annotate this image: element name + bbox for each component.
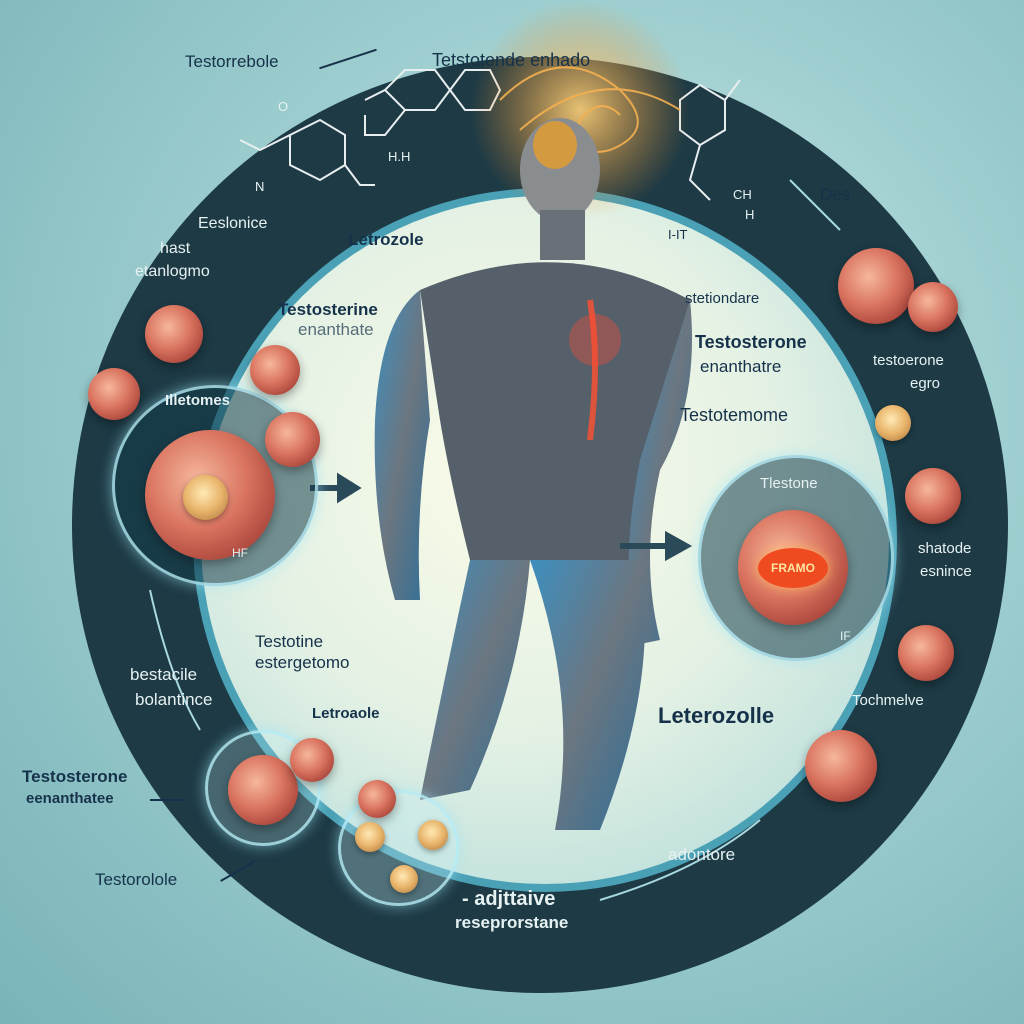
cell xyxy=(145,305,203,363)
cell xyxy=(838,248,914,324)
label-cell-cluster: Illetomes xyxy=(165,392,231,409)
label-des: Des xyxy=(820,185,851,204)
label-bestacile: bestacile xyxy=(130,665,198,684)
label-testosterone-left: Testosterone xyxy=(22,767,128,786)
label-testorolole: Testorolole xyxy=(95,870,178,889)
cell xyxy=(908,282,958,332)
label-testoerone: egro xyxy=(910,375,941,392)
arrows xyxy=(310,472,693,562)
label-top-left: Testorrebole xyxy=(185,52,279,71)
label-testosterone-right: enanthatre xyxy=(700,357,782,376)
chem-label: CH xyxy=(733,187,752,202)
label-adaptive: - adjttaive xyxy=(462,888,556,910)
label-adontore: adontore xyxy=(668,845,736,864)
muscular-figure xyxy=(374,118,692,830)
label-testotine: Testotine xyxy=(255,632,324,651)
chem-label: I-IT xyxy=(668,227,688,242)
pellet xyxy=(418,820,448,850)
pointer-line xyxy=(150,799,185,801)
label-testosterine: enanthate xyxy=(298,320,374,339)
label-bubble-sub: IF xyxy=(840,629,851,643)
cell xyxy=(358,780,396,818)
chem-label: N xyxy=(255,179,265,194)
label-bestacile: bolantince xyxy=(135,690,213,709)
pellet xyxy=(355,822,385,852)
label-testotine: estergetomo xyxy=(255,653,350,672)
label-top-center: Tetstotende enhado xyxy=(432,50,591,70)
cell-nucleus xyxy=(183,475,228,520)
label-stetiondare: stetiondare xyxy=(685,290,760,307)
pellet xyxy=(390,865,418,893)
label-testosterone-left: eenanthatee xyxy=(26,790,114,807)
label-leterozolle: Leterozolle xyxy=(658,703,775,728)
label-ring-left: hast xyxy=(160,240,191,257)
label-cell-cluster-sub: HF xyxy=(232,546,248,560)
label-shatode: esnince xyxy=(920,563,972,580)
label-letroaole: Letroaole xyxy=(312,705,380,722)
energy-swirl xyxy=(499,66,681,153)
label-shatode: shatode xyxy=(918,540,972,557)
ring-arrows xyxy=(149,179,841,901)
cell xyxy=(88,368,140,420)
chem-label: O xyxy=(278,99,289,114)
active-badge: FRAMO xyxy=(758,548,828,588)
pellet xyxy=(875,405,911,441)
cell xyxy=(228,755,298,825)
cell xyxy=(898,625,954,681)
chem-label: H.H xyxy=(388,149,411,164)
chem-label: H xyxy=(745,207,755,222)
cell xyxy=(250,345,300,395)
label-testosterine: Testosterine xyxy=(278,300,378,319)
label-bubble-title: Tlestone xyxy=(760,475,818,492)
label-ring-left: Eeslonice xyxy=(198,215,268,232)
label-letrozole: Letrozole xyxy=(348,230,424,249)
cell xyxy=(290,738,334,782)
label-testosterone-right: Testosterone xyxy=(695,332,807,352)
cell xyxy=(905,468,961,524)
cell xyxy=(265,412,320,467)
label-testoerone: testoerone xyxy=(873,352,944,369)
cell xyxy=(805,730,877,802)
label-tochmelve: Tochmelve xyxy=(852,692,924,709)
label-testotemome: Testotemome xyxy=(680,405,789,425)
label-adaptive: reseprorstane xyxy=(455,913,569,932)
label-ring-left: etanlogmo xyxy=(135,263,210,280)
